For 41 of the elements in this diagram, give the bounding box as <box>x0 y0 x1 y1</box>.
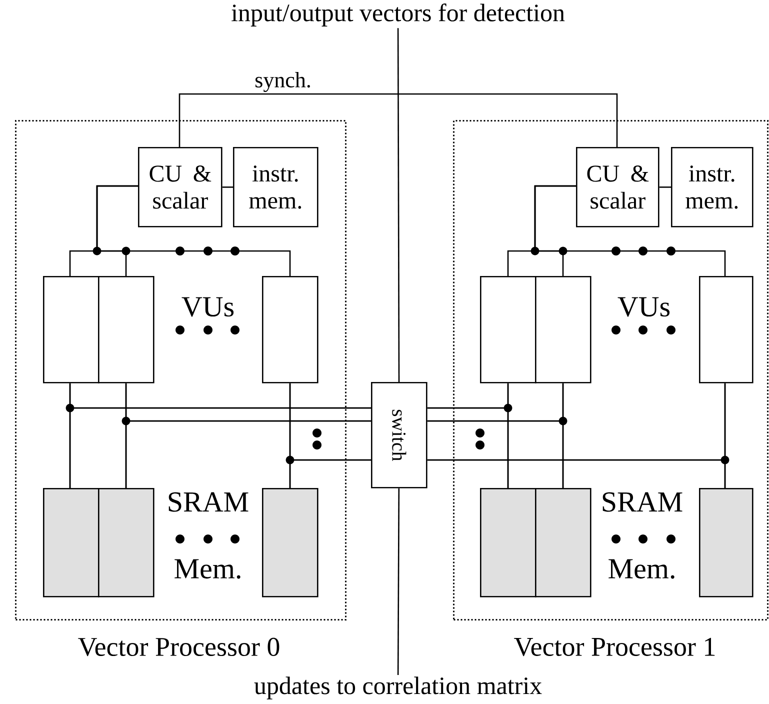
caption-text: input/output vectors for detection <box>232 4 565 26</box>
section-label: SRAM <box>602 492 682 512</box>
processor-label: Vector Processor 0 <box>78 638 280 656</box>
control-unit-box: CU & scalar <box>138 147 222 228</box>
sram-box <box>480 488 536 598</box>
edge-label: synch. <box>254 72 312 92</box>
vector-unit-box <box>43 276 100 384</box>
sram-box <box>98 488 154 598</box>
vector-unit-box <box>699 276 754 384</box>
connector-line <box>96 185 291 276</box>
section-label: VUs <box>618 297 670 317</box>
sram-box <box>535 488 592 598</box>
connector-line <box>178 93 618 147</box>
connector-line <box>289 459 371 488</box>
vector-unit-box <box>98 276 154 384</box>
switch-box: switch <box>371 382 428 488</box>
connector-line <box>427 459 726 488</box>
connector-line <box>125 420 371 488</box>
connector-line <box>534 185 726 276</box>
connector-line <box>659 186 671 188</box>
control-unit-box: CU & scalar <box>576 147 660 228</box>
connector-line <box>69 407 371 488</box>
connector-line <box>222 186 233 188</box>
connector-line <box>397 488 400 676</box>
sram-box <box>43 488 100 598</box>
connector-line <box>427 407 509 488</box>
connector-line <box>397 28 400 382</box>
section-label: Mem. <box>174 559 240 579</box>
processor-label: Vector Processor 1 <box>514 638 715 656</box>
sram-box <box>262 488 318 598</box>
memory-box: instr. mem. <box>671 147 754 228</box>
caption-text: updates to correlation matrix <box>254 676 542 700</box>
section-label: VUs <box>182 297 234 317</box>
connector-line <box>427 420 564 488</box>
vector-unit-box <box>480 276 536 384</box>
section-label: SRAM <box>168 492 248 512</box>
sram-box <box>699 488 754 598</box>
vector-unit-box <box>535 276 592 384</box>
section-label: Mem. <box>608 559 674 579</box>
vector-unit-box <box>262 276 318 384</box>
memory-box: instr. mem. <box>233 147 318 228</box>
